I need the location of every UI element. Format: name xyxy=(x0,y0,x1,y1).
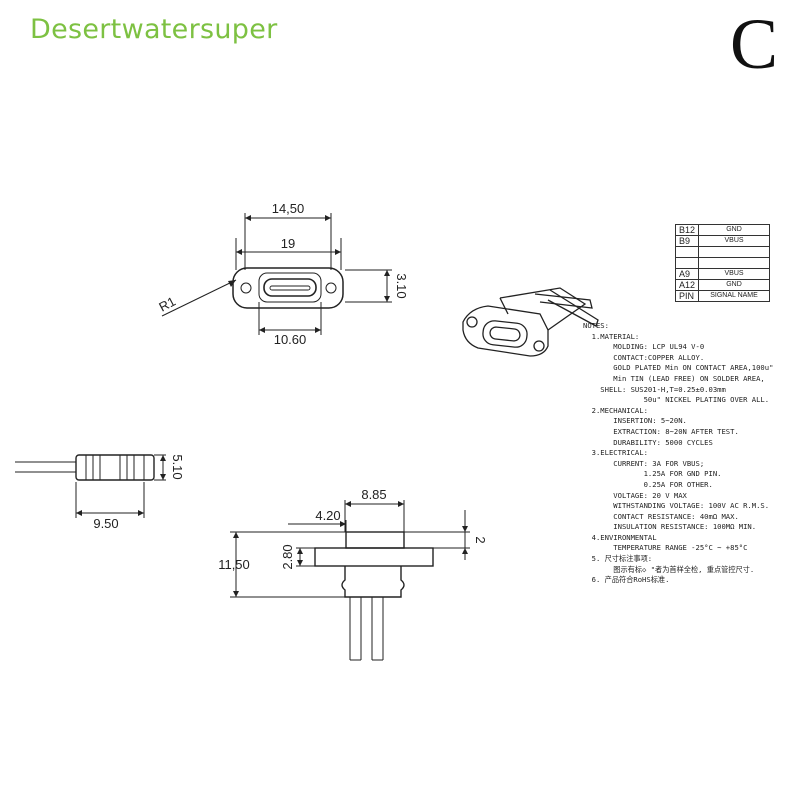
pin-cell: B9 xyxy=(674,235,700,247)
pin-cell: B12 xyxy=(674,224,700,236)
port-opening xyxy=(263,278,317,297)
table-row xyxy=(674,257,771,269)
dim-side-length: 9.50 xyxy=(93,516,118,531)
notes-line: 3.ELECTRICAL: xyxy=(583,448,648,458)
signal-cell: VBUS xyxy=(698,268,771,280)
notes-line: 0.25A FOR OTHER. xyxy=(583,479,713,489)
port-outline xyxy=(258,272,322,303)
notes-line: INSULATION RESISTANCE: 100MΩ MIN. xyxy=(583,522,757,532)
notes-line: VOLTAGE: 20 V MAX xyxy=(583,490,687,500)
dim-radius: R1 xyxy=(156,294,178,315)
notes-line: 5. 尺寸标注事项: xyxy=(583,554,653,564)
notes-line: TEMPERATURE RANGE -25°C ~ +85°C xyxy=(583,543,748,553)
connector-top-body xyxy=(232,267,344,309)
signal-cell: GND xyxy=(698,224,771,236)
notes-line: MOLDING: LCP UL94 V-0 xyxy=(583,342,705,352)
specification-notes: NOTES: 1.MATERIAL: MOLDING: LCP UL94 V-0… xyxy=(583,321,793,586)
brand-name: Desertwatersuper xyxy=(30,14,278,45)
notes-line: WITHSTANDING VOLTAGE: 100V AC R.M.S. xyxy=(583,501,770,511)
dim-front-inner: 4.20 xyxy=(315,508,340,523)
front-top-block xyxy=(345,531,405,549)
notes-line: 1.MATERIAL: xyxy=(583,331,640,341)
dim-hole-spacing: 19 xyxy=(281,236,295,251)
notes-line: SHELL: SUS201-H,T=0.25±0.03mm xyxy=(583,384,726,394)
variant-letter: C xyxy=(729,4,778,84)
notes-line: CURRENT: 3A FOR VBUS; xyxy=(583,458,705,468)
notes-line: CONTACT:COPPER ALLOY. xyxy=(583,352,705,362)
pin-cell xyxy=(674,257,700,269)
notes-line: 2.MECHANICAL: xyxy=(583,405,648,415)
notes-line: GOLD PLATED Min ON CONTACT AREA,100u" xyxy=(583,363,774,373)
mount-hole-right xyxy=(325,282,337,294)
pin-cell xyxy=(674,246,700,258)
table-row xyxy=(674,246,771,258)
pin-cell: A12 xyxy=(674,279,700,291)
port-tongue xyxy=(269,285,311,291)
mount-hole-left xyxy=(240,282,252,294)
notes-line: CONTACT RESISTANCE: 40mΩ MAX. xyxy=(583,511,739,521)
dim-height-right: 3.10 xyxy=(394,273,409,298)
dim-front-offset: 8.85 xyxy=(361,487,386,502)
dim-port-width: 10.60 xyxy=(274,332,307,347)
isometric-view xyxy=(462,287,599,357)
notes-line: NOTES: xyxy=(583,321,609,330)
dim-side-height: 5.10 xyxy=(170,454,185,479)
dim-front-thickness: 2 xyxy=(473,536,488,543)
signal-cell xyxy=(698,246,771,258)
dim-top-width: 14,50 xyxy=(272,201,305,216)
dim-front-flange: 2.80 xyxy=(280,544,295,569)
notes-line: 6. 产品符合RoHS标准. xyxy=(583,575,670,585)
notes-line: DURABILITY: 5000 CYCLES xyxy=(583,437,713,447)
signal-cell xyxy=(698,257,771,269)
notes-line: EXTRACTION: 8~20N AFTER TEST. xyxy=(583,426,739,436)
signal-cell: GND xyxy=(698,279,771,291)
connector-side-body xyxy=(75,454,155,481)
notes-line: 4.ENVIRONMENTAL xyxy=(583,532,657,542)
notes-line: INSERTION: 5~20N. xyxy=(583,416,687,426)
notes-line: 图示有标◇ "者为首样全检, 重点管控尺寸. xyxy=(583,564,755,574)
pin-cell: A9 xyxy=(674,268,700,280)
notes-line: 50u" NICKEL PLATING OVER ALL. xyxy=(583,395,770,405)
dim-front-total: 11,50 xyxy=(218,557,250,572)
notes-line: 1.25A FOR GND PIN. xyxy=(583,469,722,479)
front-body xyxy=(341,566,405,598)
pin-cell: PIN xyxy=(674,290,700,302)
signal-cell: VBUS xyxy=(698,235,771,247)
notes-line: Min TIN (LEAD FREE) ON SOLDER AREA, xyxy=(583,373,765,383)
signal-cell: SIGNAL NAME xyxy=(698,290,771,302)
front-flange xyxy=(314,547,434,567)
